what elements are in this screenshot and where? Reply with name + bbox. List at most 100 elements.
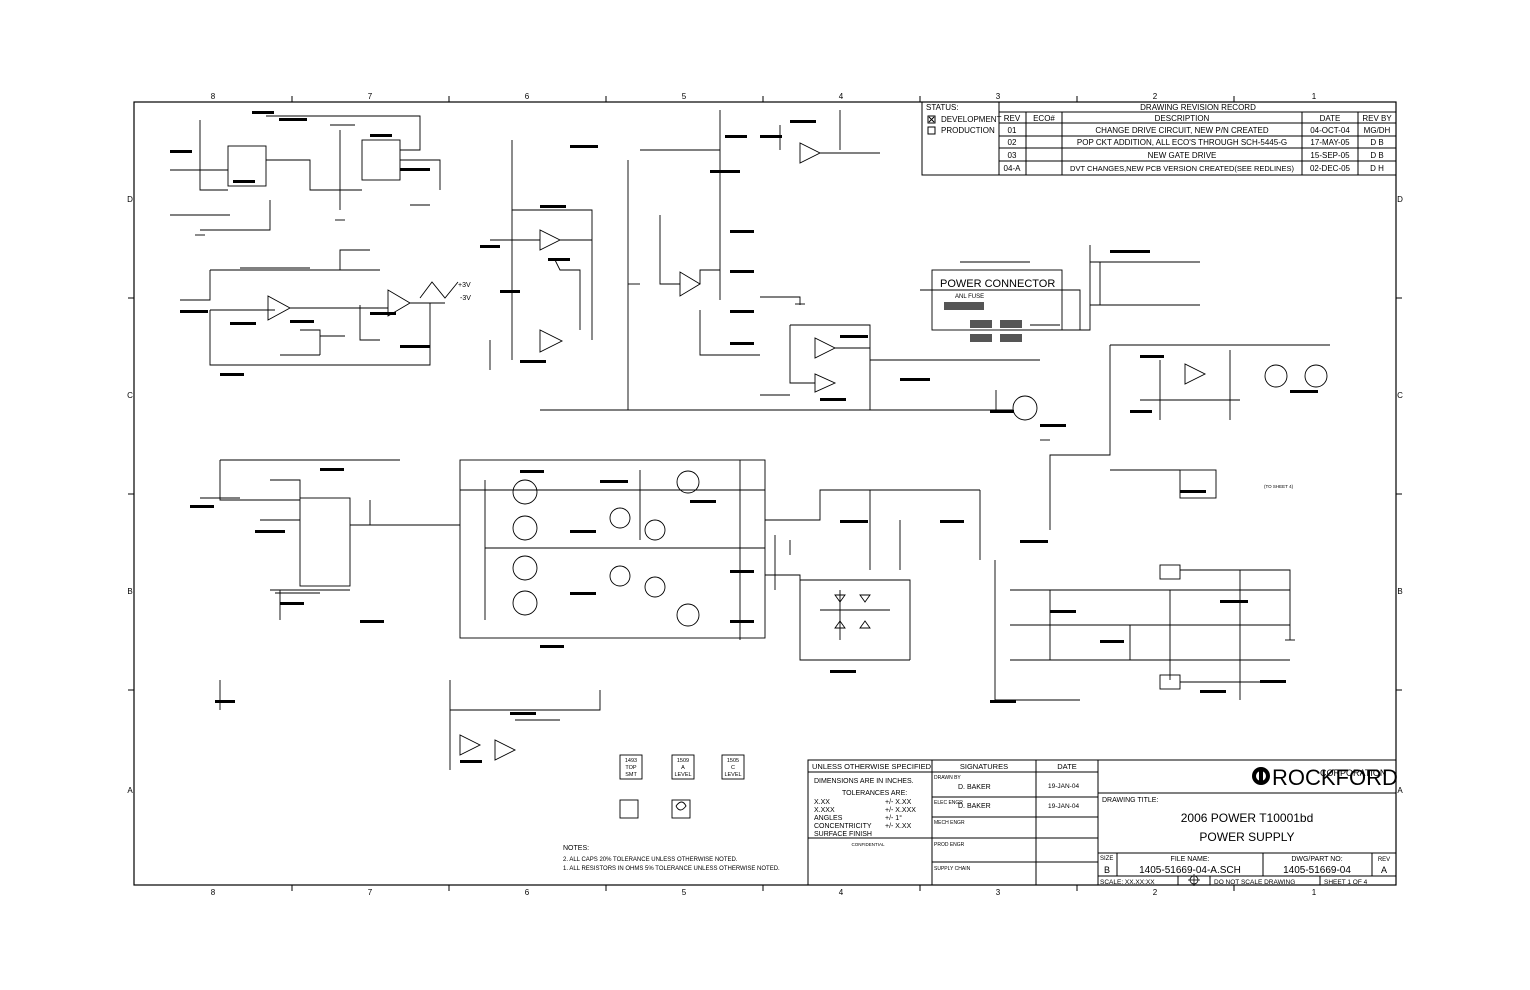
symbol-number: 1509 xyxy=(677,758,689,764)
size-value: B xyxy=(1104,865,1110,875)
rev-cell: 02 xyxy=(1008,138,1017,147)
rev-cell: D B xyxy=(1370,151,1383,160)
rev-header: DATE xyxy=(1320,114,1341,123)
col-label-bottom: 3 xyxy=(996,888,1001,897)
company-name: ROCKFORD xyxy=(1272,765,1398,790)
rev-cell: 01 xyxy=(1008,126,1017,135)
rev-cell: 04-OCT-04 xyxy=(1310,126,1350,135)
unless-label: UNLESS OTHERWISE SPECIFIED: xyxy=(812,762,933,771)
tolerances-label: TOLERANCES ARE: xyxy=(842,790,907,797)
prod-engr-label: PROD ENGR xyxy=(934,842,965,848)
symbol-line: C xyxy=(731,765,735,771)
rev-cell: 15-SEP-05 xyxy=(1310,151,1350,160)
minus3v-label: -3V xyxy=(460,295,471,302)
title-block xyxy=(807,759,1397,886)
col-label-top: 2 xyxy=(1153,92,1158,101)
elec-name: D. BAKER xyxy=(958,803,991,810)
sheet-label: SHEET 1 OF 4 xyxy=(1324,879,1368,886)
tol-label: ANGLES xyxy=(814,815,843,822)
rev-cell: D B xyxy=(1370,138,1383,147)
drawn-by-label: DRAWN BY xyxy=(934,775,961,781)
size-label: SIZE xyxy=(1100,856,1113,862)
file-name: 1405-51669-04-A.SCH xyxy=(1139,865,1241,876)
rev-header: ECO# xyxy=(1033,114,1055,123)
elec-engr-label: ELEC ENGR xyxy=(934,800,963,806)
symbol-line: SMT xyxy=(625,772,637,778)
col-label-bottom: 2 xyxy=(1153,888,1158,897)
to-sheet-label: (TO SHEET 4) xyxy=(1264,484,1294,489)
do-not-scale: DO NOT SCALE DRAWING xyxy=(1214,879,1295,886)
col-label-top: 8 xyxy=(211,92,216,101)
scale-label: SCALE: XX.XX:XX xyxy=(1100,879,1155,886)
tol-value: +/- X.XXX xyxy=(885,807,916,814)
row-label-right: C xyxy=(1397,391,1403,400)
col-label-top: 1 xyxy=(1312,92,1317,101)
symbol-number: 1505 xyxy=(727,758,739,764)
rev-cell: 03 xyxy=(1008,151,1017,160)
rev-header: REV xyxy=(1004,114,1021,123)
supply-chain-label: SUPPLY CHAIN xyxy=(934,866,971,872)
tol-label: X.XX xyxy=(814,799,830,806)
status-label: STATUS: xyxy=(926,103,959,112)
row-label-right: B xyxy=(1397,587,1402,596)
power-connector-label: POWER CONNECTOR xyxy=(940,278,1055,290)
rev-cell: POP CKT ADDITION, ALL ECO'S THROUGH SCH-… xyxy=(1077,138,1287,147)
row-label-right: D xyxy=(1397,195,1403,204)
title-line-1: 2006 POWER T10001bd xyxy=(1181,811,1314,825)
col-label-top: 6 xyxy=(525,92,530,101)
zone-ticks xyxy=(128,96,1402,891)
col-label-bottom: 5 xyxy=(682,888,687,897)
status-production: PRODUCTION xyxy=(941,126,995,135)
col-label-bottom: 1 xyxy=(1312,888,1317,897)
rev-header: REV BY xyxy=(1362,114,1392,123)
row-label-left: D xyxy=(127,195,133,204)
tol-value: +/- X.XX xyxy=(885,823,912,830)
date-header: DATE xyxy=(1057,762,1076,771)
rev-cell: CHANGE DRIVE CIRCUIT, NEW P/N CREATED xyxy=(1095,126,1268,135)
anl-fuse-label: ANL FUSE xyxy=(955,294,984,300)
rev-label: REV xyxy=(1378,857,1390,863)
elec-date: 19-JAN-04 xyxy=(1048,803,1079,810)
row-label-right: A xyxy=(1397,786,1403,795)
row-label-left: A xyxy=(127,786,133,795)
tol-label: CONCENTRICITY xyxy=(814,823,872,830)
drawing-title-label: DRAWING TITLE: xyxy=(1102,797,1158,804)
rev-cell: D H xyxy=(1370,164,1384,173)
notes-title: NOTES: xyxy=(563,845,589,852)
dimensions-label: DIMENSIONS ARE IN INCHES. xyxy=(814,778,914,785)
plus3v-label: +3V xyxy=(458,282,471,289)
note-item: 1. ALL RESISTORS IN OHMS 5% TOLERANCE UN… xyxy=(563,866,780,872)
component-labels xyxy=(170,111,1318,763)
rev-value: A xyxy=(1381,865,1387,875)
title-line-2: POWER SUPPLY xyxy=(1199,830,1294,844)
rev-cell: MG/DH xyxy=(1364,126,1391,135)
corporation-label: CORPORATION xyxy=(1320,768,1386,778)
dwg-number: 1405-51669-04 xyxy=(1283,865,1351,876)
col-label-bottom: 4 xyxy=(839,888,844,897)
registration-target-icon xyxy=(1188,874,1200,886)
col-label-top: 5 xyxy=(682,92,687,101)
tol-value: +/- 1° xyxy=(885,814,902,822)
signatures-header: SIGNATURES xyxy=(960,762,1008,771)
revision-title: DRAWING REVISION RECORD xyxy=(1140,103,1256,112)
row-label-left: B xyxy=(127,587,132,596)
mech-engr-label: MECH ENGR xyxy=(934,820,965,826)
rev-cell: 17-MAY-05 xyxy=(1310,138,1350,147)
symbol-line: LEVEL xyxy=(724,772,741,778)
col-label-bottom: 6 xyxy=(525,888,530,897)
rev-cell: DVT CHANGES,NEW PCB VERSION CREATED(SEE … xyxy=(1070,164,1294,173)
symbol-number: 1493 xyxy=(625,758,637,764)
tol-label: SURFACE FINISH xyxy=(814,831,872,838)
status-development: DEVELOPMENT xyxy=(941,115,1002,124)
drawn-name: D. BAKER xyxy=(958,784,991,791)
col-label-top: 3 xyxy=(996,92,1001,101)
col-label-top: 4 xyxy=(839,92,844,101)
rev-cell: 02-DEC-05 xyxy=(1310,164,1351,173)
col-label-bottom: 8 xyxy=(211,888,216,897)
tol-value: +/- X.XX xyxy=(885,799,912,806)
fiducial-symbols xyxy=(619,754,745,819)
rev-cell: 04-A xyxy=(1004,164,1022,173)
col-label-bottom: 7 xyxy=(368,888,373,897)
dwg-label: DWG/PART NO: xyxy=(1291,856,1342,863)
